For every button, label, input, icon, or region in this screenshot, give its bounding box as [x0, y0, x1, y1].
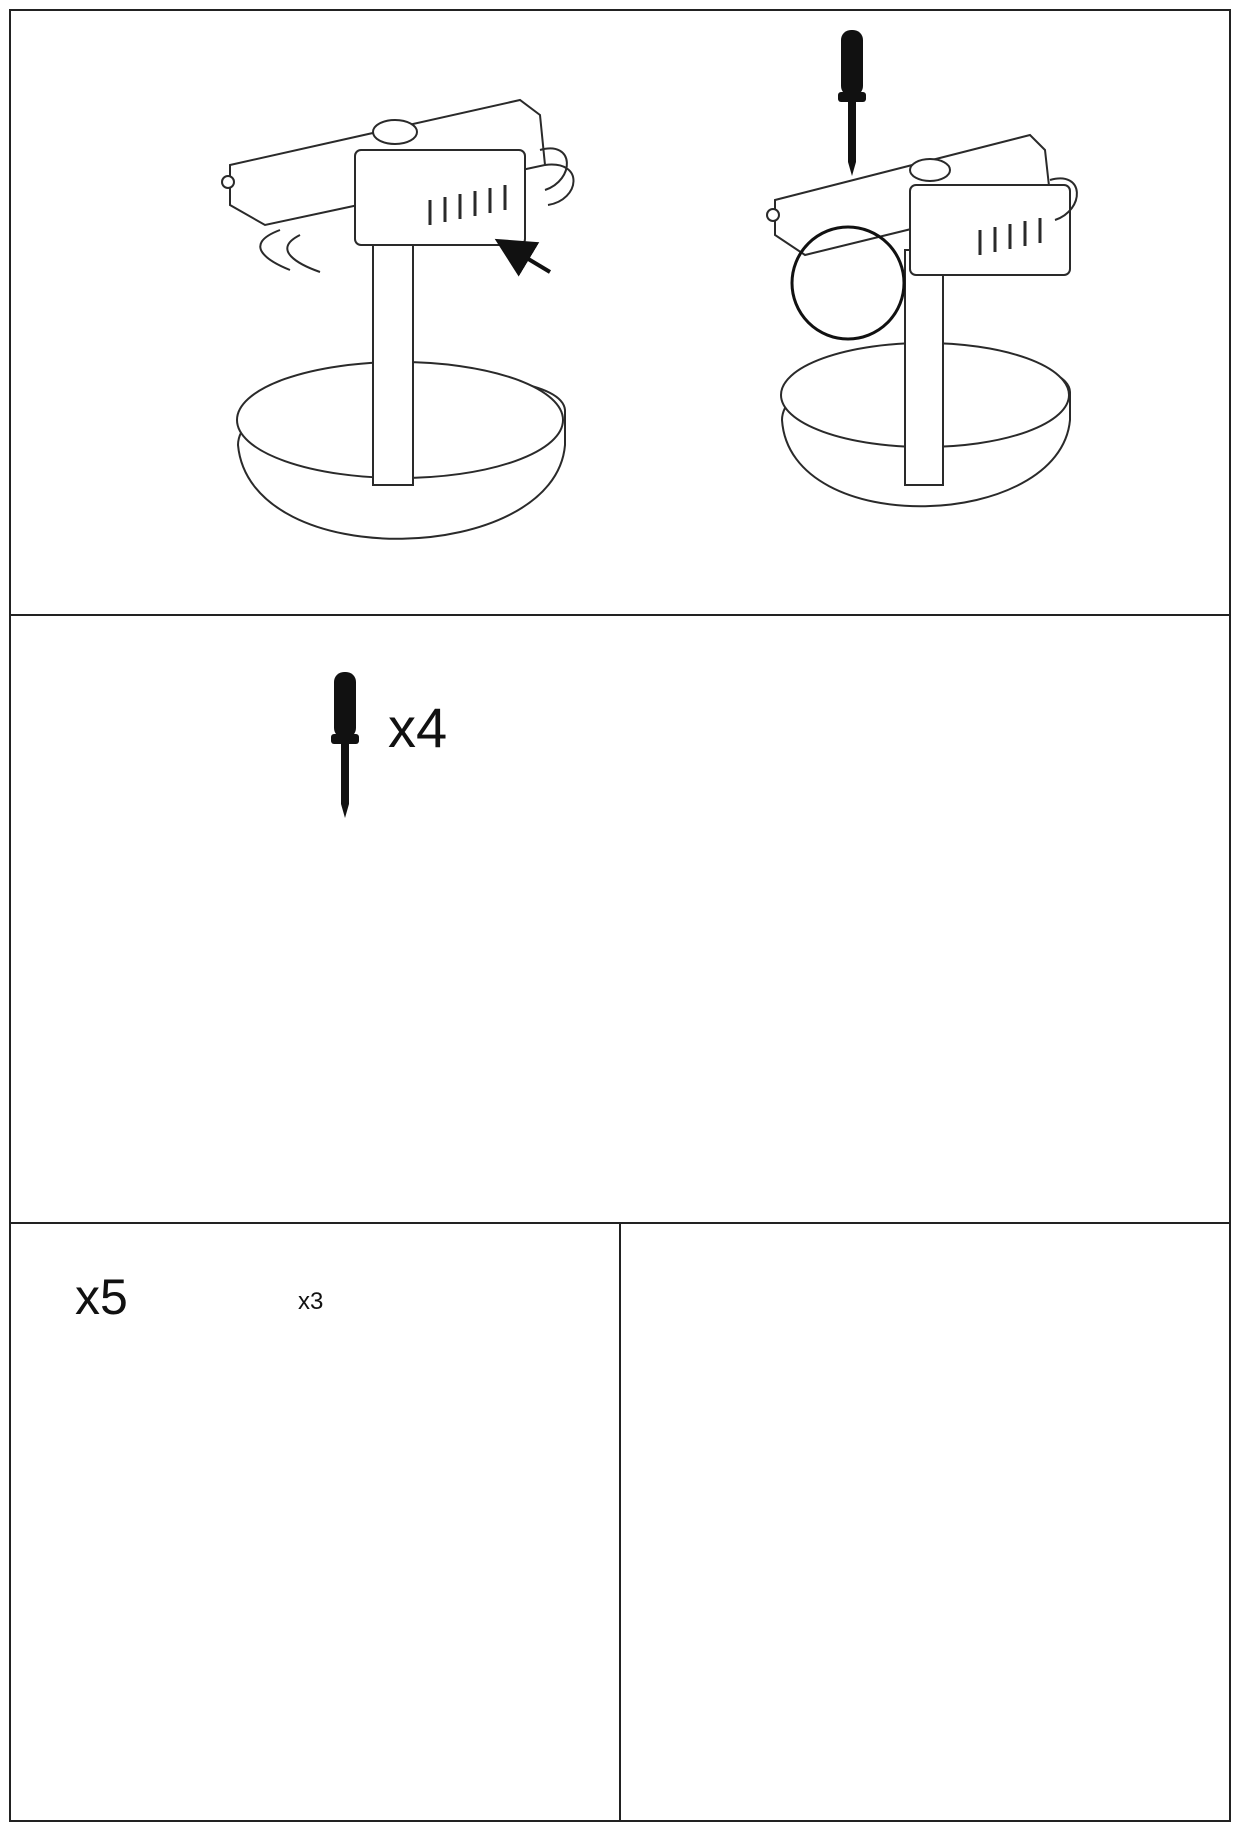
screwdriver-icon — [838, 30, 866, 176]
step-1-canopy-assembly — [221, 98, 575, 540]
panel-frame — [9, 9, 1231, 1822]
arrow-icon — [494, 238, 552, 277]
screwdriver-icon — [331, 672, 359, 818]
screw-count-label: x4 — [388, 696, 448, 759]
blade-count-label: x5 — [75, 1269, 128, 1325]
detail-circle-icon — [790, 225, 906, 341]
step-1-wiring-detail — [766, 133, 1078, 508]
wire-connector-box — [354, 149, 526, 246]
screws-per-blade-label: x3 — [298, 1288, 324, 1315]
downrod — [372, 244, 414, 486]
